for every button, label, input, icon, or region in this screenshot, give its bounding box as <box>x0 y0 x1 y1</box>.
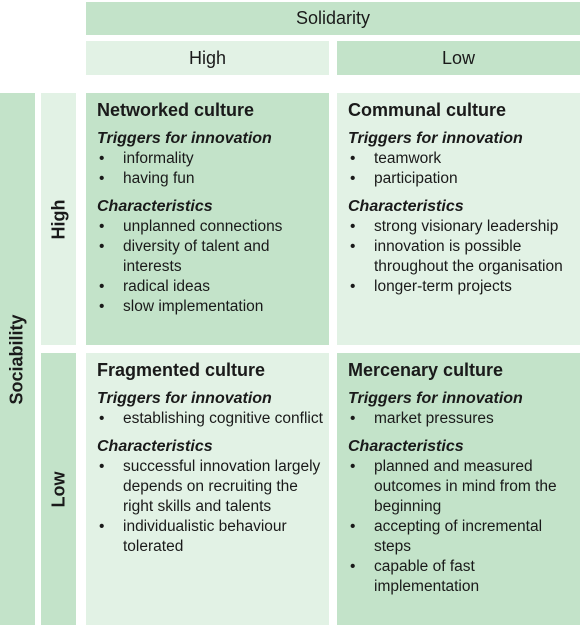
characteristics-list: strong visionary leadership innovation i… <box>348 217 576 297</box>
quadrant-mercenary: Mercenary culture Triggers for innovatio… <box>337 353 580 625</box>
sociability-low-label: Low <box>48 471 68 507</box>
characteristics-list: planned and measured outcomes in mind fr… <box>348 457 576 597</box>
solidarity-header: Solidarity <box>86 2 580 35</box>
list-item: longer-term projects <box>348 277 576 297</box>
sociability-high-header: High <box>41 93 76 345</box>
list-item: individualistic behaviour tolerated <box>97 517 325 557</box>
list-item: innovation is possible throughout the or… <box>348 237 576 277</box>
solidarity-title: Solidarity <box>295 8 371 28</box>
triggers-heading: Triggers for innovation <box>97 130 272 147</box>
characteristics-heading: Characteristics <box>348 198 464 215</box>
characteristics-list: unplanned connections diversity of talen… <box>97 217 325 317</box>
triggers-list: teamwork participation <box>348 149 576 189</box>
list-item: radical ideas <box>97 277 325 297</box>
sociability-high-label: High <box>48 199 68 239</box>
triggers-heading: Triggers for innovation <box>348 130 523 147</box>
list-item: diversity of talent and interests <box>97 237 325 277</box>
list-item: accepting of incremental steps <box>348 517 576 557</box>
quadrant-title: Fragmented culture <box>97 360 266 380</box>
triggers-list: establishing cognitive conflict <box>97 409 325 429</box>
list-item: participation <box>348 169 576 189</box>
sociability-header: Sociability <box>0 93 35 625</box>
quadrant-fragmented: Fragmented culture Triggers for innovati… <box>86 353 329 625</box>
characteristics-list: successful innovation largely depends on… <box>97 457 325 557</box>
triggers-heading: Triggers for innovation <box>348 390 523 407</box>
quadrant-title: Communal culture <box>348 100 507 120</box>
list-item: informality <box>97 149 325 169</box>
sociability-title: Sociability <box>7 313 27 405</box>
solidarity-high-header: High <box>86 41 329 75</box>
characteristics-heading: Characteristics <box>97 438 213 455</box>
solidarity-high-label: High <box>188 47 227 68</box>
list-item: teamwork <box>348 149 576 169</box>
list-item: having fun <box>97 169 325 189</box>
sociability-low-header: Low <box>41 353 76 625</box>
list-item: slow implementation <box>97 297 325 317</box>
triggers-heading: Triggers for innovation <box>97 390 272 407</box>
quadrant-communal: Communal culture Triggers for innovation… <box>337 93 580 345</box>
quadrant-title: Networked culture <box>97 100 255 120</box>
characteristics-heading: Characteristics <box>97 198 213 215</box>
quadrant-networked: Networked culture Triggers for innovatio… <box>86 93 329 345</box>
characteristics-heading: Characteristics <box>348 438 464 455</box>
list-item: capable of fast implementation <box>348 557 576 597</box>
triggers-list: market pressures <box>348 409 576 429</box>
solidarity-low-label: Low <box>441 47 476 68</box>
triggers-list: informality having fun <box>97 149 325 189</box>
list-item: strong visionary leadership <box>348 217 576 237</box>
list-item: planned and measured outcomes in mind fr… <box>348 457 576 517</box>
list-item: establishing cognitive conflict <box>97 409 325 429</box>
list-item: market pressures <box>348 409 576 429</box>
solidarity-low-header: Low <box>337 41 580 75</box>
list-item: unplanned connections <box>97 217 325 237</box>
list-item: successful innovation largely depends on… <box>97 457 325 517</box>
quadrant-title: Mercenary culture <box>348 360 504 380</box>
